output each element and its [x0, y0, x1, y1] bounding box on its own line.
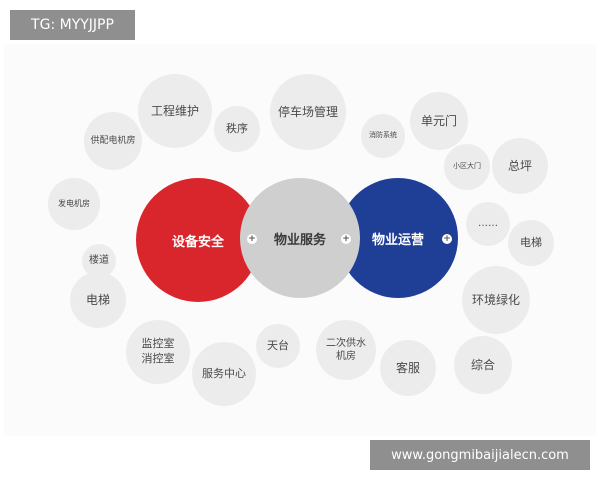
plus-icon-middle: + — [341, 234, 351, 244]
circle-property-service: 物业服务 — [240, 178, 360, 298]
bubble-fire-system: 消防系统 — [361, 114, 405, 158]
bubble-unit-door: 单元门 — [410, 92, 468, 150]
bubble-elevator-right: 电梯 — [508, 220, 554, 266]
plus-icon-left: + — [247, 234, 257, 244]
diagram-panel: 工程维护 秩序 停车场管理 消防系统 单元门 供配电机房 小区大门 总坪 发电机… — [4, 44, 596, 436]
plus-icon-right: + — [442, 234, 452, 244]
bubble-order: 秩序 — [214, 106, 260, 152]
circle-property-service-label: 物业服务 — [273, 232, 326, 248]
bubble-power-room: 供配电机房 — [84, 112, 142, 170]
bubble-community-gate: 小区大门 — [444, 144, 490, 190]
watermark-bottom-url: www.gongmibaijialecn.com — [370, 440, 590, 470]
bubble-rooftop: 天台 — [256, 324, 300, 368]
bubble-generator-room: 发电机房 — [48, 178, 100, 230]
bubble-ellipsis: …… — [466, 202, 510, 246]
bubble-comprehensive: 综合 — [454, 336, 512, 394]
bubble-elevator-left: 电梯 — [70, 272, 126, 328]
bubble-customer-service: 客服 — [380, 340, 436, 396]
circle-equipment-security: 设备安全 — [136, 178, 260, 302]
bubble-service-center: 服务中心 — [192, 342, 256, 406]
bubble-parking-management: 停车场管理 — [270, 74, 346, 150]
bubble-secondary-water-room: 二次供水 机房 — [316, 320, 376, 380]
bubble-engineering-maintenance: 工程维护 — [138, 74, 212, 148]
bubble-main-meter: 总坪 — [492, 138, 548, 194]
circle-equipment-security-label: 设备安全 — [171, 234, 224, 250]
bubble-monitoring-room: 监控室 消控室 — [126, 320, 190, 384]
circle-property-operation-label: 物业运营 — [371, 232, 424, 248]
watermark-top-label: TG: MYYJJPP — [10, 10, 135, 40]
bubble-landscaping: 环境绿化 — [462, 266, 530, 334]
